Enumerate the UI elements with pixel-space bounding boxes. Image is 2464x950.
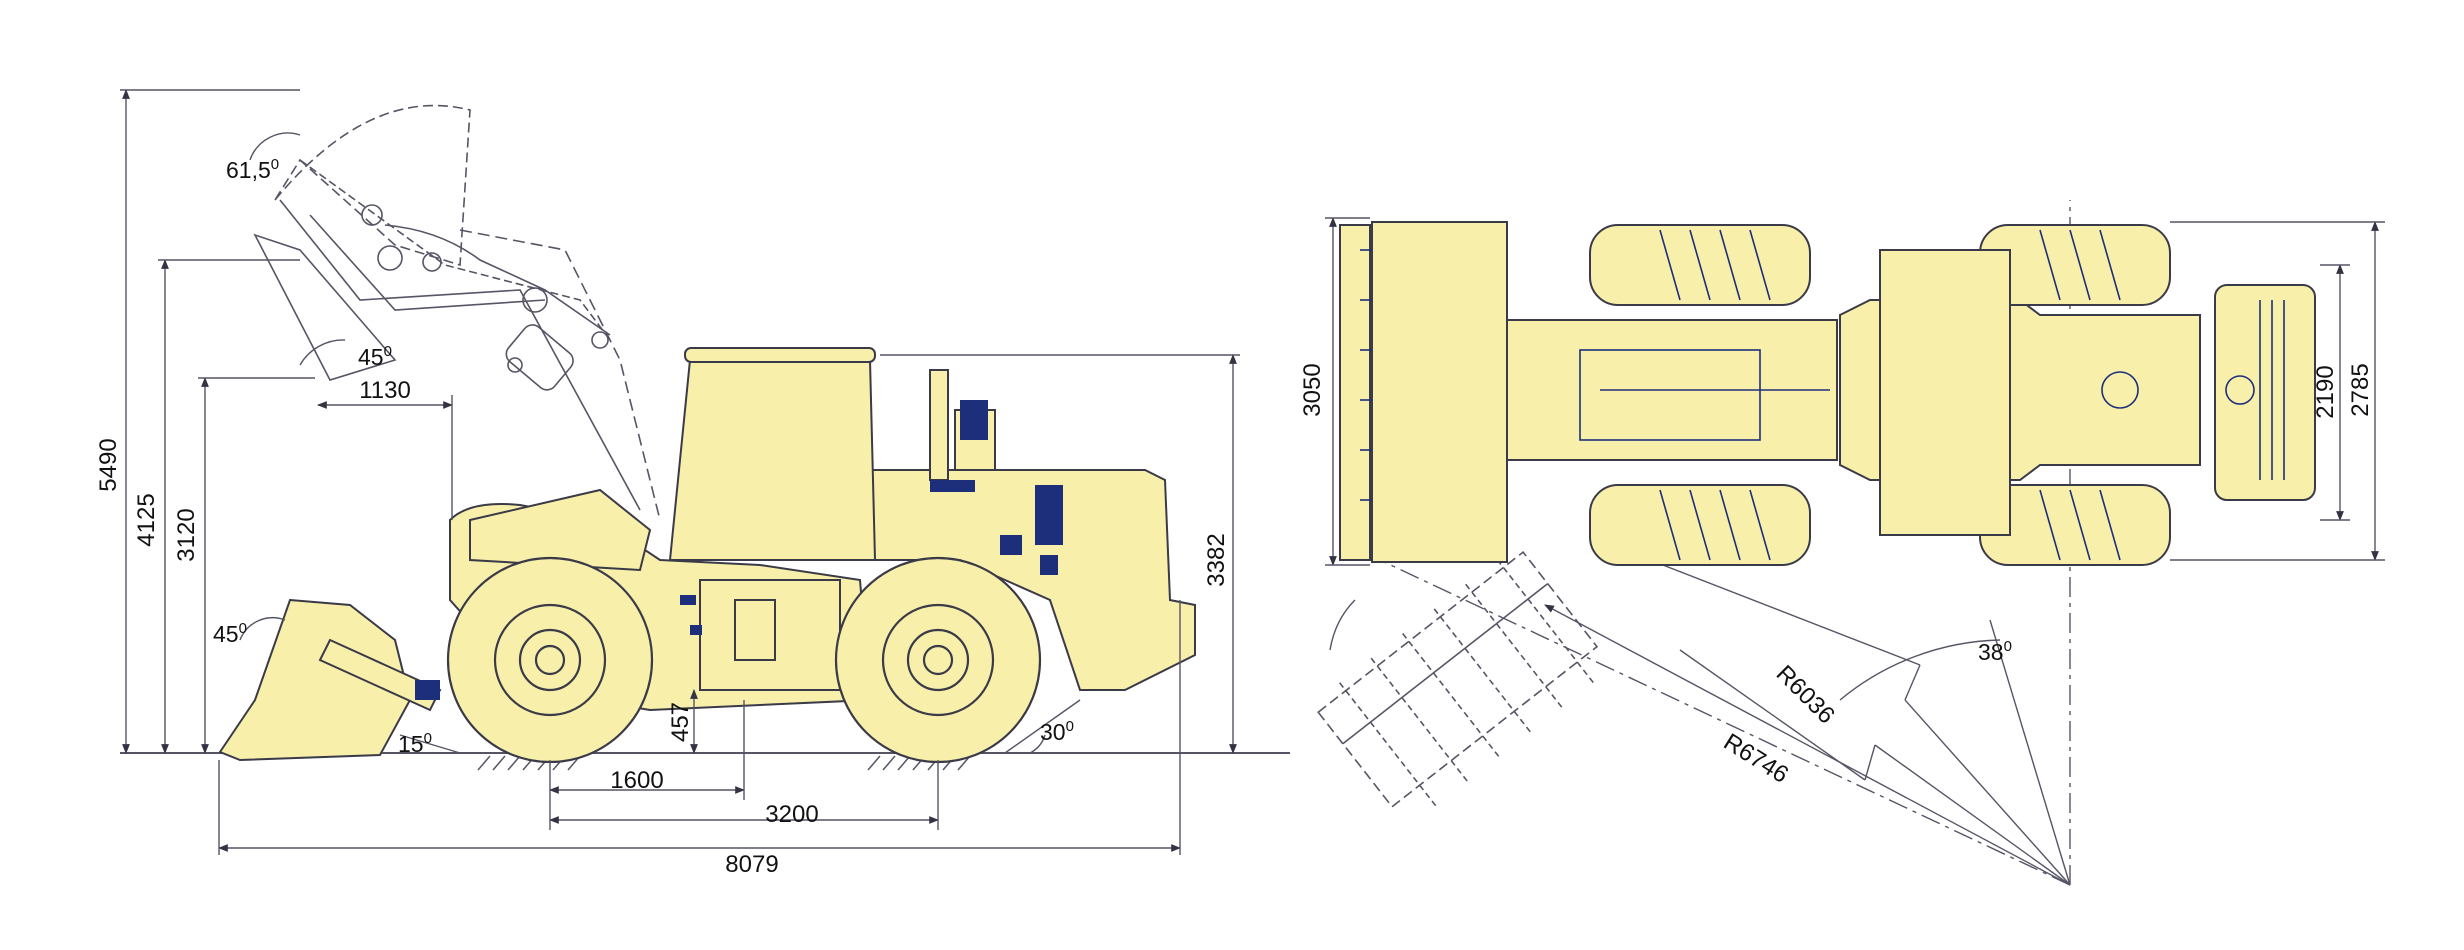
front-wheel [446, 556, 654, 764]
top-dimension-lines [1325, 217, 2385, 566]
dim-outer-turn-radius: R6746 [1719, 728, 1793, 788]
dim-cab-height: 3382 [1203, 533, 1230, 586]
dim-inner-turn-radius: R6036 [1771, 660, 1840, 729]
side-dimension-texts: 5490 4125 3120 3382 1130 457 1600 3200 8… [95, 156, 1230, 878]
dim-bucket-width: 3050 [1299, 363, 1326, 416]
top-body [1339, 221, 2316, 566]
dim-hinge-height: 4125 [133, 493, 160, 546]
dim-half-wheelbase: 1600 [610, 767, 663, 794]
dim-overall-length: 8079 [725, 851, 778, 878]
raised-boom-outline [253, 104, 661, 521]
turned-bucket-outline [1317, 550, 1599, 810]
loader-body [218, 347, 1196, 762]
side-details [415, 400, 1063, 700]
dim-overall-width: 2785 [2347, 363, 2374, 416]
angle-dump-top: 450 [358, 343, 392, 370]
dim-wheelbase: 3200 [765, 801, 818, 828]
angle-dump: 61,50 [226, 156, 279, 183]
rear-wheel [834, 556, 1042, 764]
angle-rollback: 450 [213, 620, 247, 647]
dim-track-width: 2190 [2312, 365, 2339, 418]
angle-departure: 300 [1040, 718, 1074, 745]
dim-ground-clearance: 457 [667, 702, 694, 742]
side-dimension-lines [120, 89, 1240, 855]
angle-articulation: 380 [1978, 638, 2012, 665]
angle-approach: 150 [398, 730, 432, 757]
top-details [1360, 229, 2285, 561]
side-view: 5490 4125 3120 3382 1130 457 1600 3200 8… [95, 89, 1290, 878]
top-view: 3050 2190 2785 R6036 R6746 380 [1299, 200, 2385, 886]
dim-dump-height: 3120 [173, 508, 200, 561]
side-angle-arcs [239, 132, 1046, 754]
dim-overall-height: 5490 [95, 438, 122, 491]
dim-dump-reach: 1130 [359, 377, 411, 404]
